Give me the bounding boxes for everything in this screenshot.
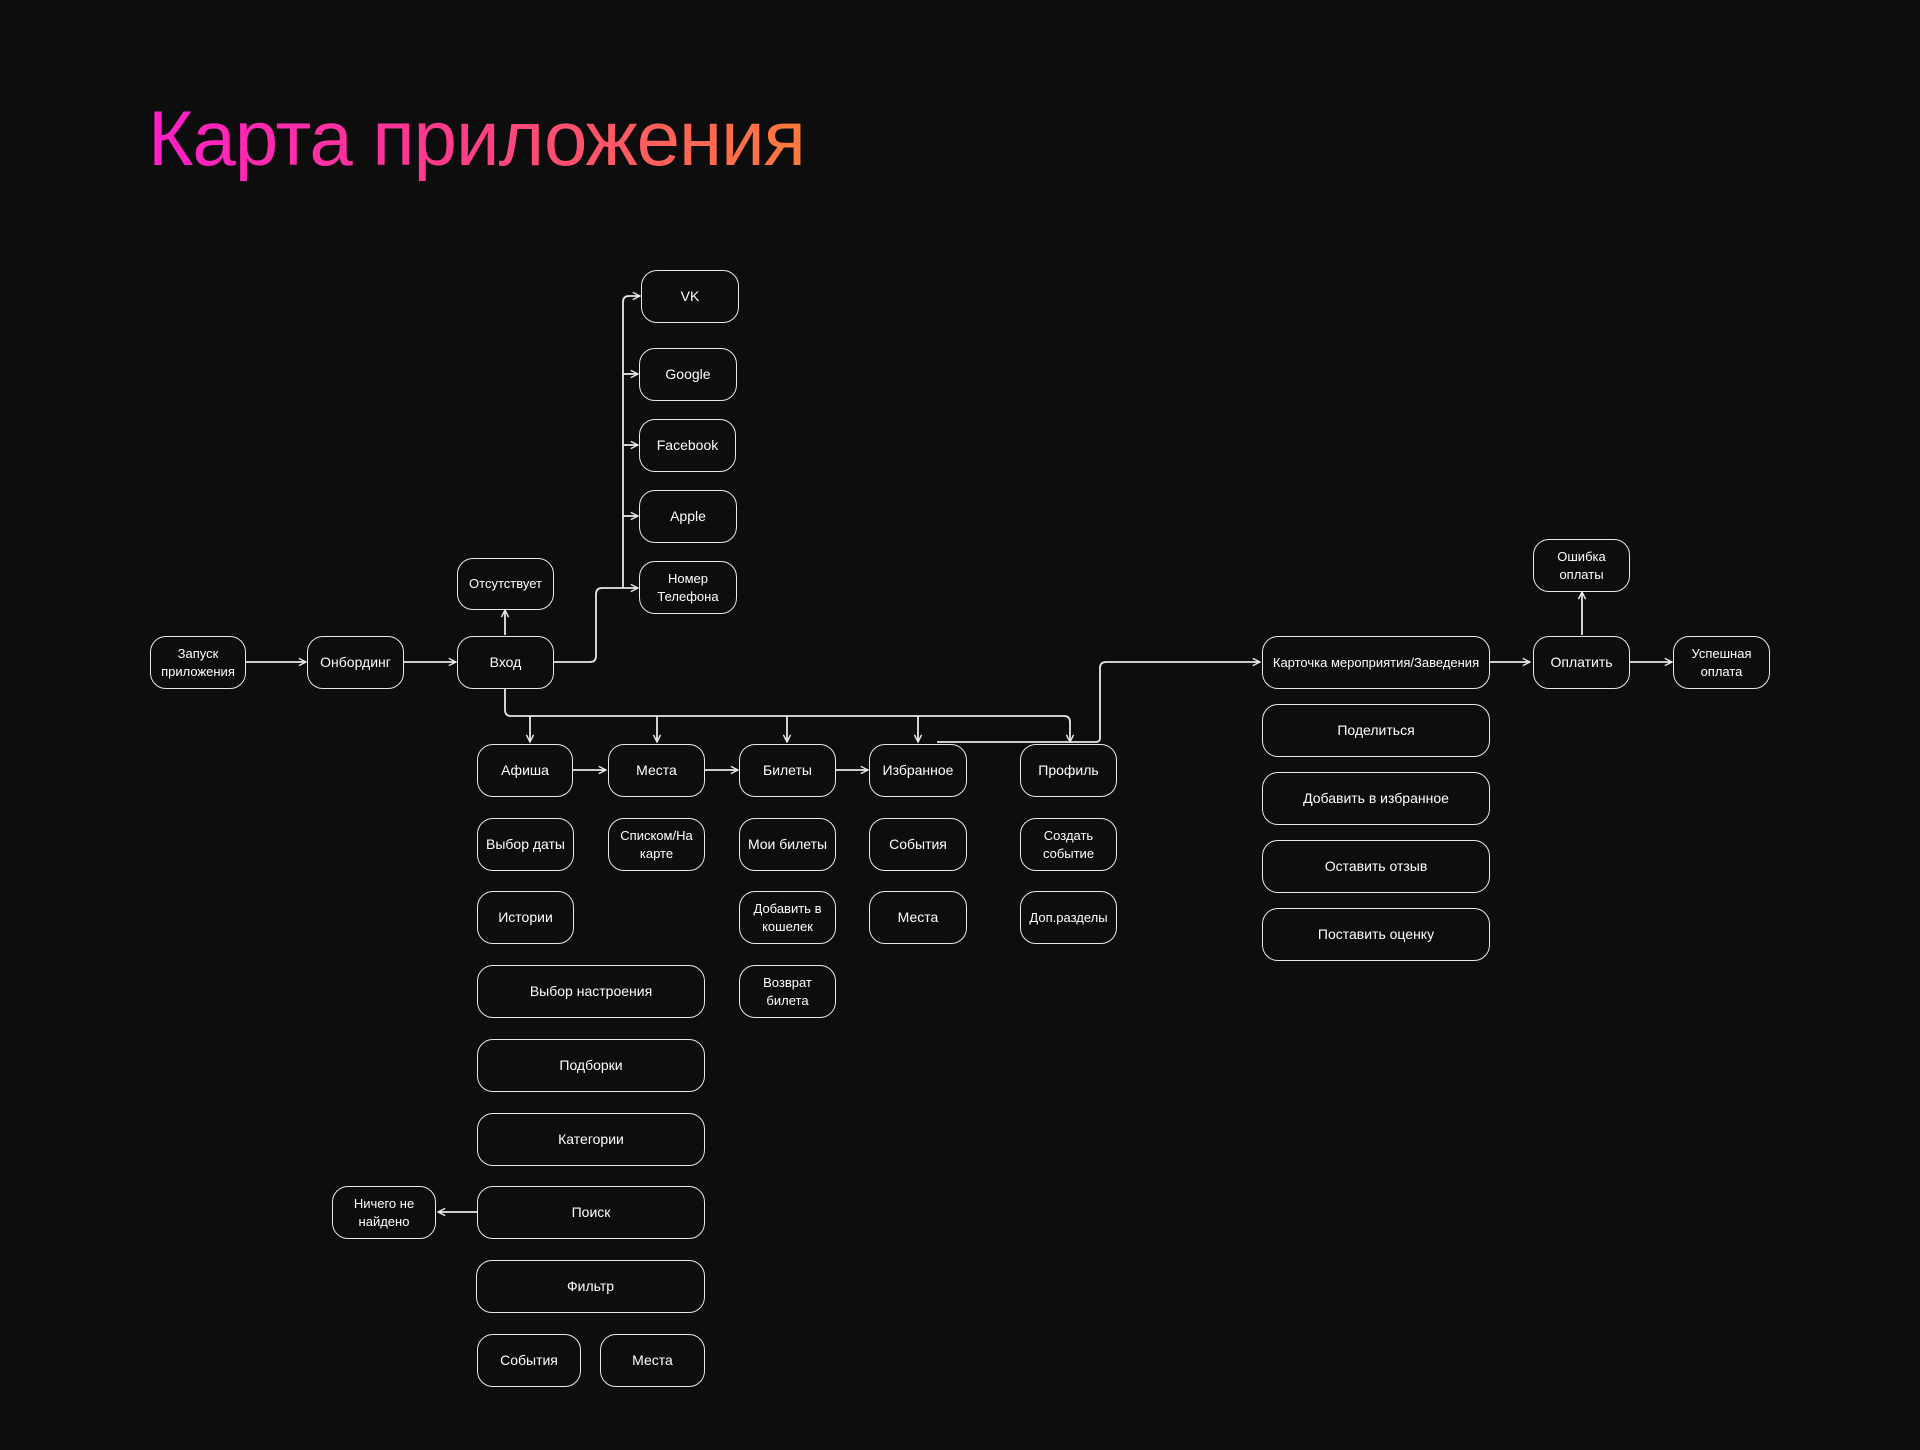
node-vk: VK [641,270,739,323]
node-search: Поиск [477,1186,705,1239]
node-pay-error: Ошибка оплаты [1533,539,1630,592]
node-extra-sections: Доп.разделы [1020,891,1117,944]
node-pay: Оплатить [1533,636,1630,689]
edge-login-sections [504,689,1070,742]
node-share: Поделиться [1262,704,1490,757]
node-facebook: Facebook [639,419,736,472]
node-leave-review: Оставить отзыв [1262,840,1490,893]
node-collections: Подборки [477,1039,705,1092]
node-event-card: Карточка мероприятия/Заведения [1262,636,1490,689]
node-phone: Номер Телефона [639,561,737,614]
node-login: Вход [457,636,554,689]
page-title: Карта приложения [148,92,806,186]
node-places: Места [608,744,705,797]
node-favorites: Избранное [869,744,967,797]
node-google: Google [639,348,737,401]
node-list-map: Списком/На карте [608,818,705,871]
edge-trunk-vk [622,296,640,588]
node-launch: Запуск приложения [150,636,246,689]
node-tickets: Билеты [739,744,836,797]
node-filter-places: Места [600,1334,705,1387]
node-fav-places: Места [869,891,967,944]
node-filter-events: События [477,1334,581,1387]
node-absent: Отсутствует [457,558,554,610]
node-onboarding: Онбординг [307,636,404,689]
node-ticket-return: Возврат билета [739,965,836,1018]
node-fav-events: События [869,818,967,871]
node-nothing-found: Ничего не найдено [332,1186,436,1239]
node-rate: Поставить оценку [1262,908,1490,961]
edge-login-auth-trunk [554,588,638,663]
node-mood-select: Выбор настроения [477,965,705,1018]
node-create-event: Создать событие [1020,818,1117,871]
node-afisha: Афиша [477,744,573,797]
node-add-wallet: Добавить в кошелек [739,891,836,944]
edge-profile-card [937,662,1260,743]
node-categories: Категории [477,1113,705,1166]
node-my-tickets: Мои билеты [739,818,836,871]
node-stories: Истории [477,891,574,944]
node-apple: Apple [639,490,737,543]
node-profile: Профиль [1020,744,1117,797]
node-add-favorites: Добавить в избранное [1262,772,1490,825]
node-filter: Фильтр [476,1260,705,1313]
node-date-select: Выбор даты [477,818,574,871]
node-pay-success: Успешная оплата [1673,636,1770,689]
